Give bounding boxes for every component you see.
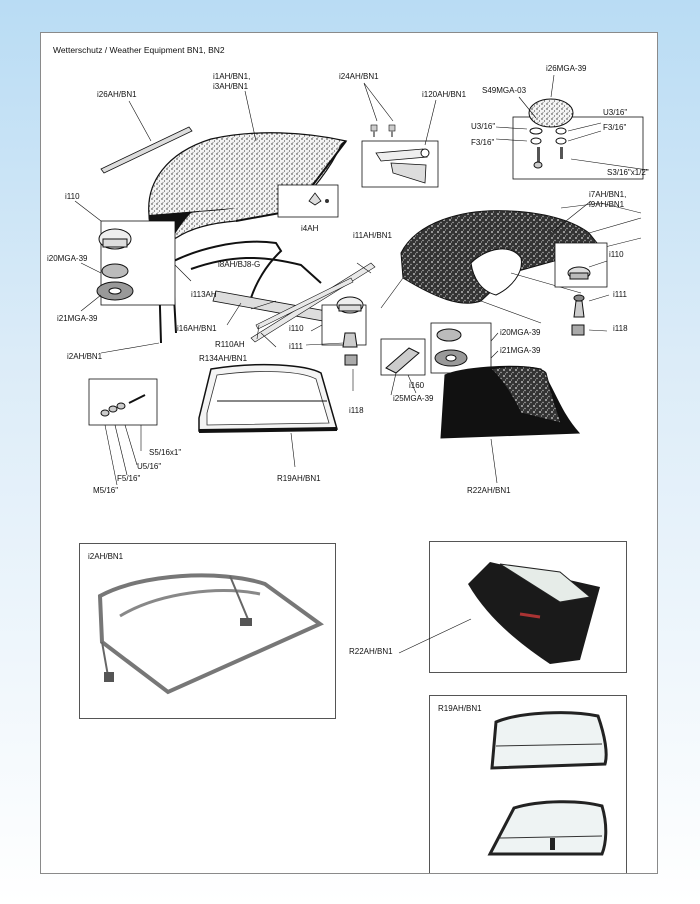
label-i113ah: i113AH [191,290,217,299]
label-i8ah: i8AH/BJ8-G [218,260,260,269]
label-u5: U5/16" [137,462,161,471]
part-box-fixings [512,116,644,180]
label-i110-right: i110 [609,250,624,259]
label-i1ah-line1: i1AH/BN1, [213,72,250,81]
label-s49mga: S49MGA-03 [482,86,527,95]
screws-i24ah [370,124,396,137]
label-i26mga: i26MGA-39 [546,64,587,73]
label-i2ah: i2AH/BN1 [67,352,103,361]
label-u3-left: U3/16" [471,122,495,131]
label-r19ah: R19AH/BN1 [277,474,321,483]
label-i118-mid: i118 [349,406,364,415]
label-f3-left: F3/16" [471,138,494,147]
part-box-i110-right [554,242,608,288]
label-f3-right: F3/16" [603,123,626,132]
photo-sidescreens-r19ah: R19AH/BN1 [429,695,627,873]
label-i26ah: i26AH/BN1 [97,90,137,99]
photo-sidescreens-caption: R19AH/BN1 [438,704,482,713]
frame-photo-illustration [97,573,324,695]
label-i4ah: i4AH [301,224,319,233]
label-r110ah: R110AH [215,340,245,349]
photo-sidescreen-bag [429,541,627,673]
label-i160: i160 [409,381,425,390]
label-s5: S5/16x1" [149,448,181,457]
sidescreens-photo-illustration [487,711,608,856]
exploded-parts-diagram: Wetterschutz / Weather Equipment BN1, BN… [47,45,649,495]
label-i24ah: i24AH/BN1 [339,72,379,81]
label-i11ah: i11AH/BN1 [353,231,393,240]
photo-frame-caption: i2AH/BN1 [88,552,124,561]
label-i25mga: i25MGA-39 [393,394,434,403]
label-r134ah: R134AH/BN1 [199,354,248,363]
sidescreen-bag-photo-illustration [468,562,600,664]
label-i118-right: i118 [613,324,628,333]
soft-top-part [380,202,642,324]
label-i21mga-right: i21MGA-39 [500,346,541,355]
label-i110-left: i110 [65,192,80,201]
label-u3-right: U3/16" [603,108,627,117]
label-i111-right: i111 [613,290,627,299]
label-m5: M5/16" [93,486,118,495]
diagram-title: Wetterschutz / Weather Equipment BN1, BN… [53,45,225,55]
label-i7ah-line1: i7AH/BN1, [589,190,626,199]
parts-diagram-sheet: Wetterschutz / Weather Equipment BN1, BN… [40,32,658,874]
bar-part-i26ah [100,126,193,174]
label-s3: S3/16"x1/2" [607,168,649,177]
part-box-screws [88,378,158,426]
label-i1ah-line2: i3AH/BN1 [213,82,249,91]
photo-frame-i2ah: i2AH/BN1 [79,543,336,719]
sidescreen-part-r19ah [198,363,338,433]
label-i20mga-right: i20MGA-39 [500,328,541,337]
bar-part-r134ah [255,277,354,330]
label-i7ah-line2: i9AH/BN1 [589,200,625,209]
label-r22ah: R22AH/BN1 [467,486,511,495]
label-i20mga-left: i20MGA-39 [47,254,88,263]
label-i111-mid: i111 [289,342,303,351]
label-i21mga-left: i21MGA-39 [57,314,98,323]
sidescreen-bag-label: R22AH/BN1 [349,647,393,656]
label-f5: F5/16" [117,474,140,483]
leader-lines [74,74,649,486]
label-i110-mid: i110 [289,324,304,333]
label-i16ah: i16AH/BN1 [177,324,217,333]
label-i120ah: i120AH/BN1 [422,90,467,99]
